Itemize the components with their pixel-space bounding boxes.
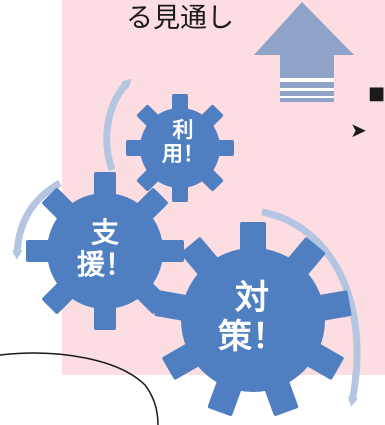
- gear-large-label: 対 策！: [212, 278, 292, 358]
- heading-text: る見通し: [126, 3, 234, 34]
- gear-small-line2: 用！: [162, 142, 204, 167]
- gear-medium-label: 支 援！: [70, 216, 140, 282]
- gear-small: [126, 94, 234, 202]
- gear-small-label: 利 用！: [158, 118, 208, 166]
- cycle-arrow-left: [12, 179, 62, 260]
- gear-medium: [26, 172, 184, 330]
- gear-large-line1: 対: [235, 278, 269, 318]
- bullet-arrow-icon: ➤: [350, 118, 367, 142]
- gear-medium-line2: 援！: [76, 248, 133, 282]
- gear-large: [154, 222, 352, 416]
- callout-bubble-outline: [0, 352, 159, 425]
- cycle-arrow-top: [103, 78, 132, 172]
- gear-medium-line1: 支: [90, 216, 119, 249]
- cycle-arrow-right: [261, 208, 361, 407]
- bullet-square-icon: ■: [368, 83, 385, 104]
- up-arrow-icon: [254, 2, 354, 102]
- gear-large-line2: 策！: [218, 317, 286, 358]
- gear-small-line1: 利: [172, 118, 194, 142]
